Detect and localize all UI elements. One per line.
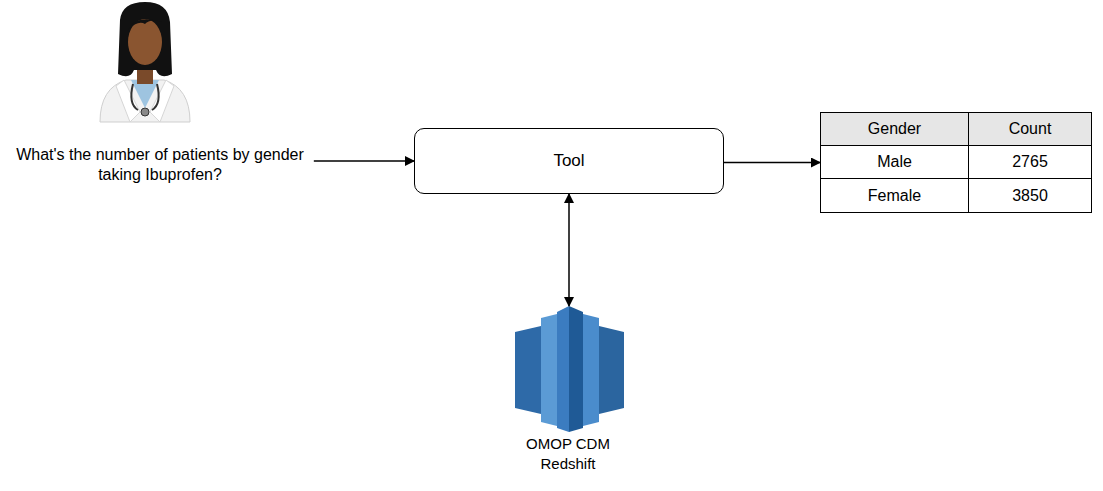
table-cell: 3850 — [969, 179, 1091, 212]
arrow-connector — [724, 162, 820, 164]
result-table: GenderCountMale2765Female3850 — [820, 112, 1092, 213]
table-cell: Male — [821, 146, 969, 179]
icon-space — [498, 304, 638, 434]
arrow-connector — [314, 160, 414, 162]
table-header: Gender — [821, 113, 969, 146]
table-cell: Female — [821, 179, 969, 212]
question-label: What's the number of patients by gender … — [5, 145, 315, 185]
database-label: OMOP CDM Redshift — [520, 434, 616, 474]
arrow-connector — [568, 194, 570, 306]
process-box: Tool — [414, 128, 724, 194]
redshift-icon — [515, 306, 624, 432]
question-text: What's the number of patients by gender … — [5, 145, 315, 185]
table-cell: 2765 — [969, 146, 1091, 179]
database-node: OMOP CDM Redshift — [498, 304, 638, 474]
table-header: Count — [969, 113, 1091, 146]
box-label: Tool — [553, 151, 584, 171]
doctor-icon — [100, 2, 190, 122]
